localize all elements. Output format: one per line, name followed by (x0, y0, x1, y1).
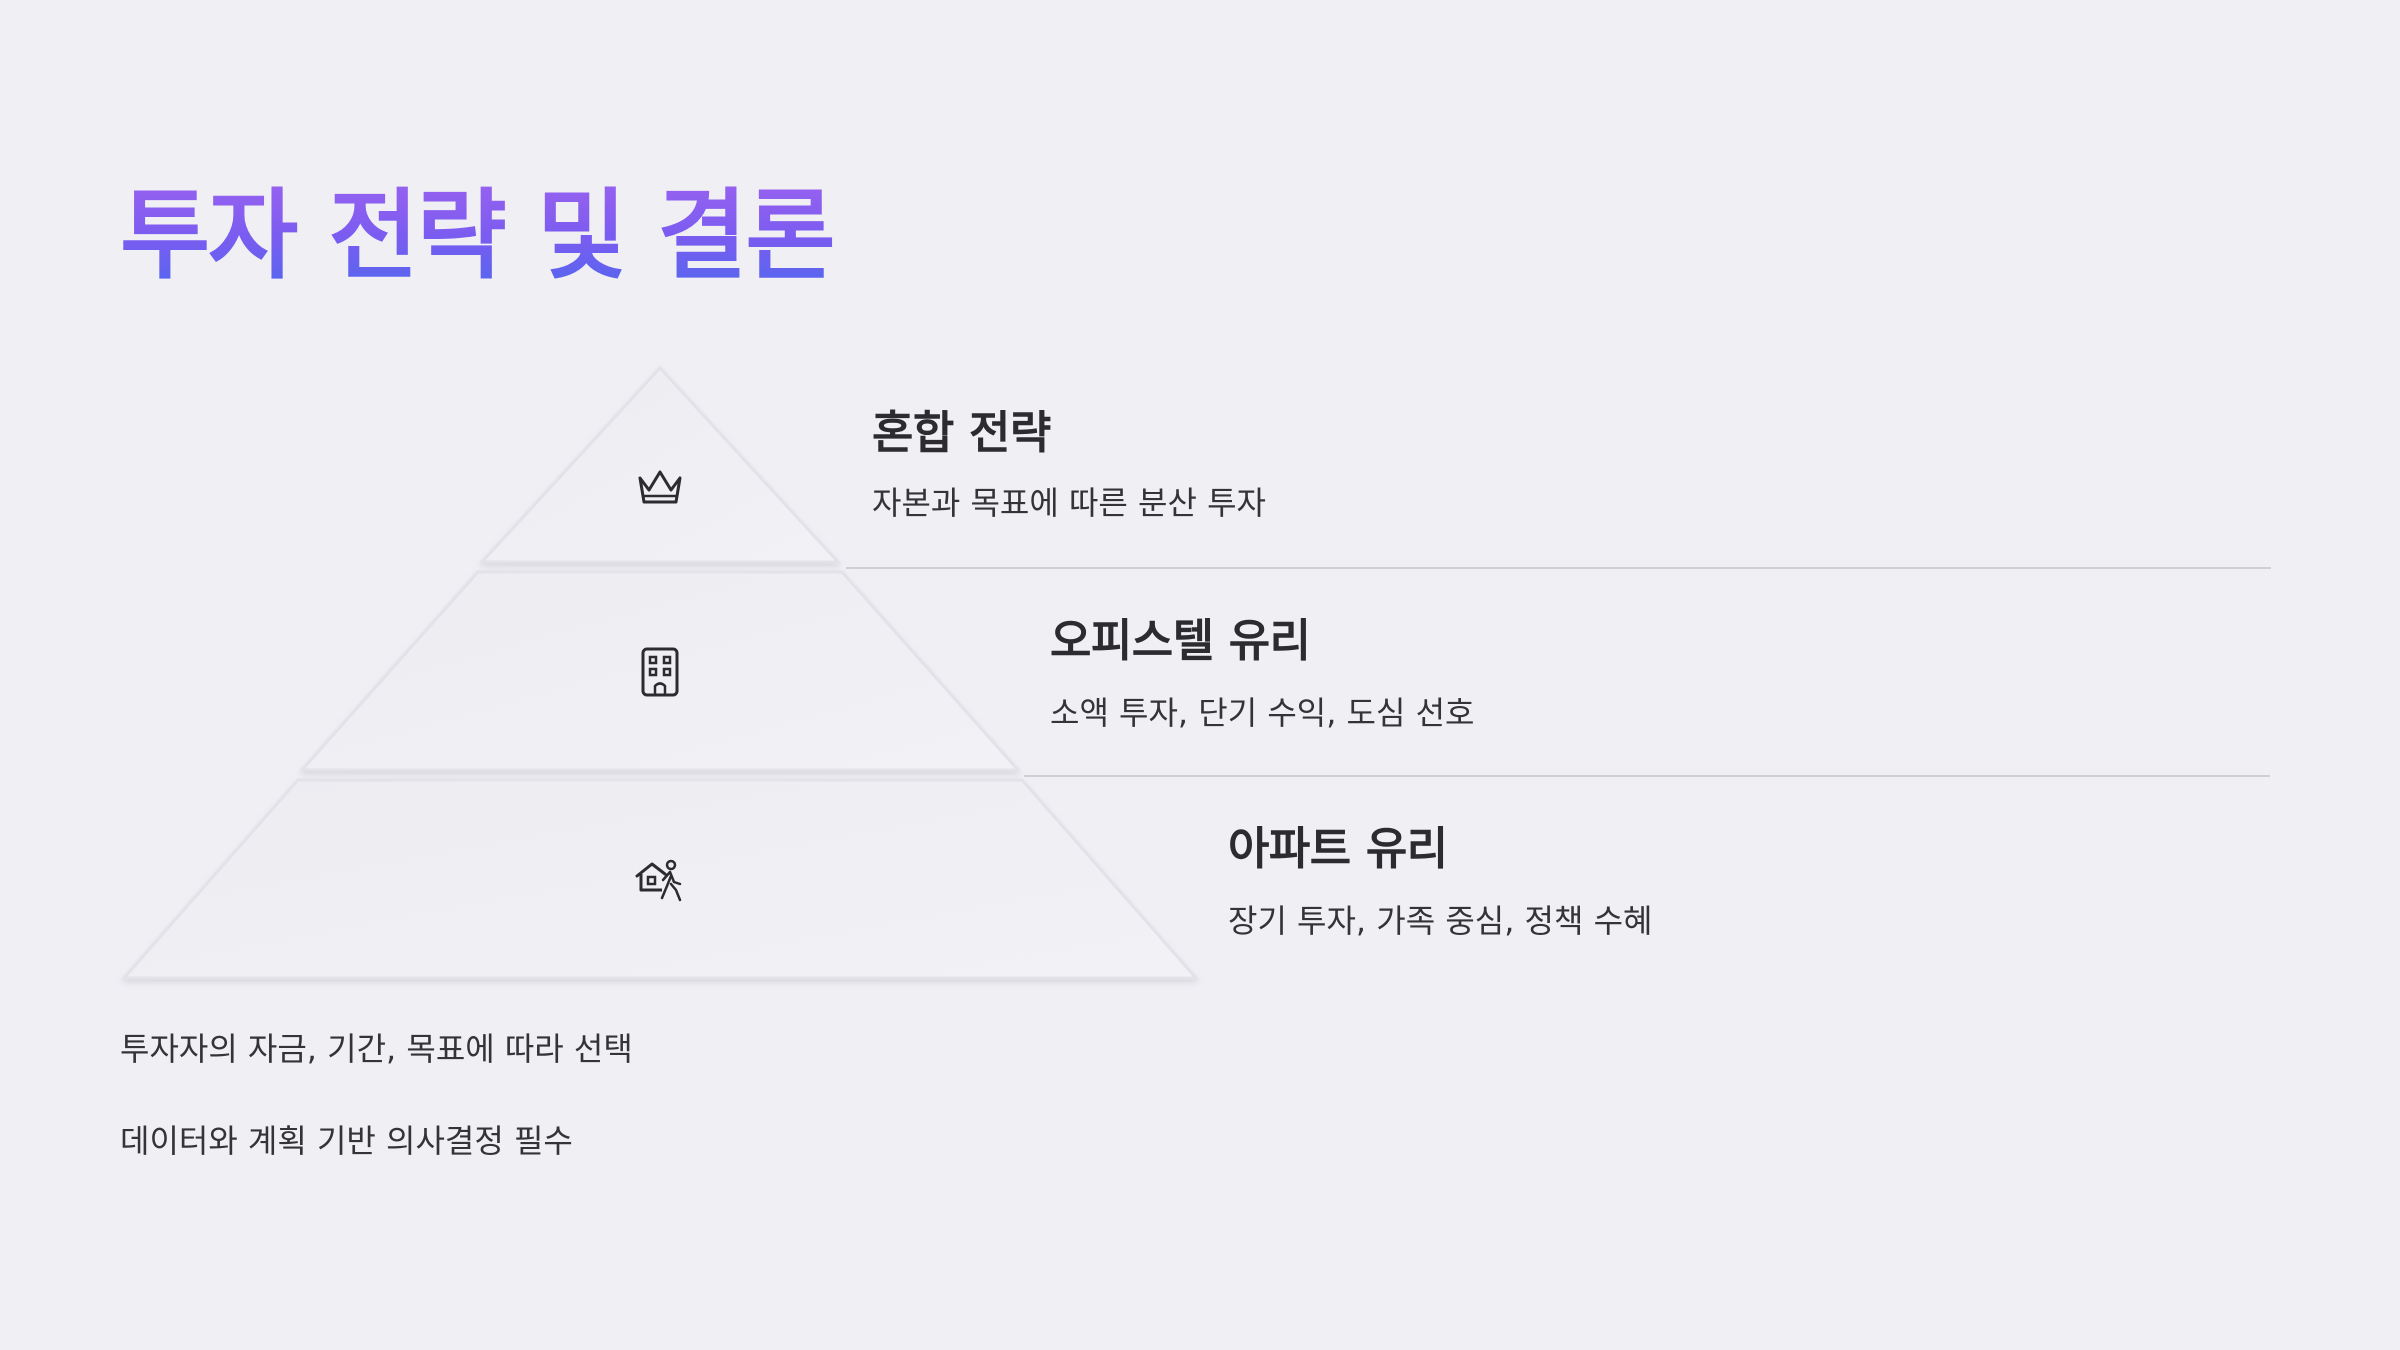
crown-icon (638, 470, 682, 504)
conclusion-note: 투자자의 자금, 기간, 목표에 따라 선택 (120, 1030, 633, 1068)
pyramid-tier-bottom (120, 778, 1200, 980)
building-icon (641, 647, 679, 697)
conclusion-note: 데이터와 계획 기반 의사결정 필수 (120, 1122, 573, 1160)
tier-description-officetel: 소액 투자, 단기 수익, 도심 선호 (1050, 694, 1475, 732)
tier-heading-apartment: 아파트 유리 (1228, 822, 1448, 875)
tier-description-mixed-strategy: 자본과 목표에 따른 분산 투자 (872, 484, 1266, 522)
tier-divider (846, 567, 2271, 569)
tier-heading-officetel: 오피스텔 유리 (1050, 614, 1311, 667)
tier-heading-mixed-strategy: 혼합 전략 (872, 406, 1051, 459)
pyramid-tier-middle (298, 570, 1022, 772)
tier-description-apartment: 장기 투자, 가족 중심, 정책 수혜 (1228, 902, 1653, 940)
slide-title: 투자 전략 및 결론 (120, 178, 835, 296)
family-home-icon (635, 859, 682, 902)
pyramid-tier-top (478, 365, 842, 564)
tier-divider (1024, 775, 2270, 777)
